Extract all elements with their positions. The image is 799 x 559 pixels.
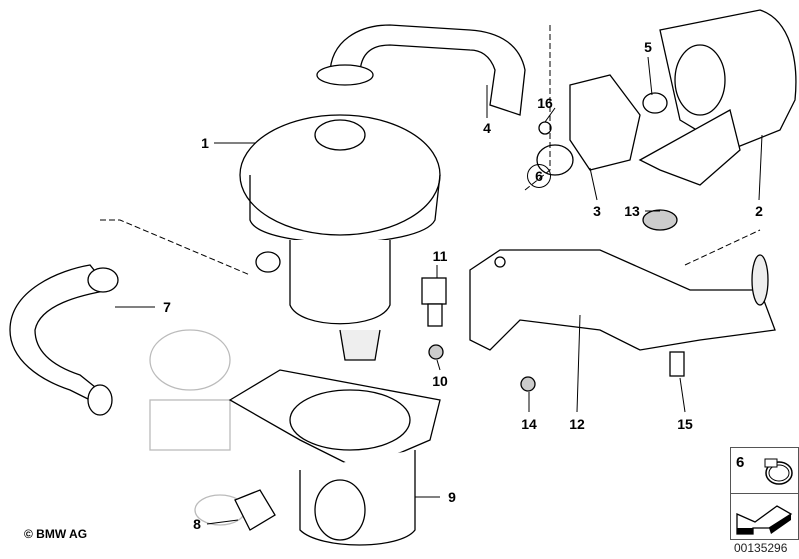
ring-5 xyxy=(642,92,668,114)
image-code: 00135296 xyxy=(734,541,788,555)
valve-ghost xyxy=(149,329,246,526)
kit-number: 6 xyxy=(736,454,745,471)
clip-8 xyxy=(234,489,276,531)
hose-clamp xyxy=(316,64,374,86)
nut-10 xyxy=(428,344,444,360)
bracket-12 xyxy=(469,249,776,351)
callout-12[interactable]: 12 xyxy=(569,416,585,432)
callout-15[interactable]: 15 xyxy=(677,416,693,432)
copyright: © BMW AG xyxy=(24,527,88,541)
callout-9[interactable]: 9 xyxy=(448,489,456,505)
callout-13[interactable]: 13 xyxy=(624,203,640,219)
hose-4 xyxy=(329,24,526,116)
callout-7[interactable]: 7 xyxy=(163,299,171,315)
callout-8[interactable]: 8 xyxy=(193,516,201,532)
connector-11 xyxy=(421,277,447,305)
grommet-13 xyxy=(642,209,678,231)
kit-divider xyxy=(731,493,798,494)
hose-7 xyxy=(9,264,112,406)
kit-reference-box: 6 xyxy=(730,447,799,540)
nut-14 xyxy=(520,376,536,392)
callout-16[interactable]: 16 xyxy=(537,95,553,111)
screw-16 xyxy=(538,121,552,135)
callout-11[interactable]: 11 xyxy=(432,248,448,264)
hose-clamp-icon xyxy=(764,458,793,485)
arrow-icon xyxy=(736,505,793,535)
callout-4[interactable]: 4 xyxy=(483,120,491,136)
callout-2[interactable]: 2 xyxy=(755,203,763,219)
callout-1[interactable]: 1 xyxy=(201,135,209,151)
bolt-15 xyxy=(669,351,685,377)
callout-3[interactable]: 3 xyxy=(593,203,601,219)
callout-6[interactable]: 6 xyxy=(527,164,551,188)
sensor-3 xyxy=(569,74,641,171)
callout-5[interactable]: 5 xyxy=(644,39,652,55)
callout-10[interactable]: 10 xyxy=(432,373,448,389)
callout-14[interactable]: 14 xyxy=(521,416,537,432)
housing-2 xyxy=(659,9,797,151)
